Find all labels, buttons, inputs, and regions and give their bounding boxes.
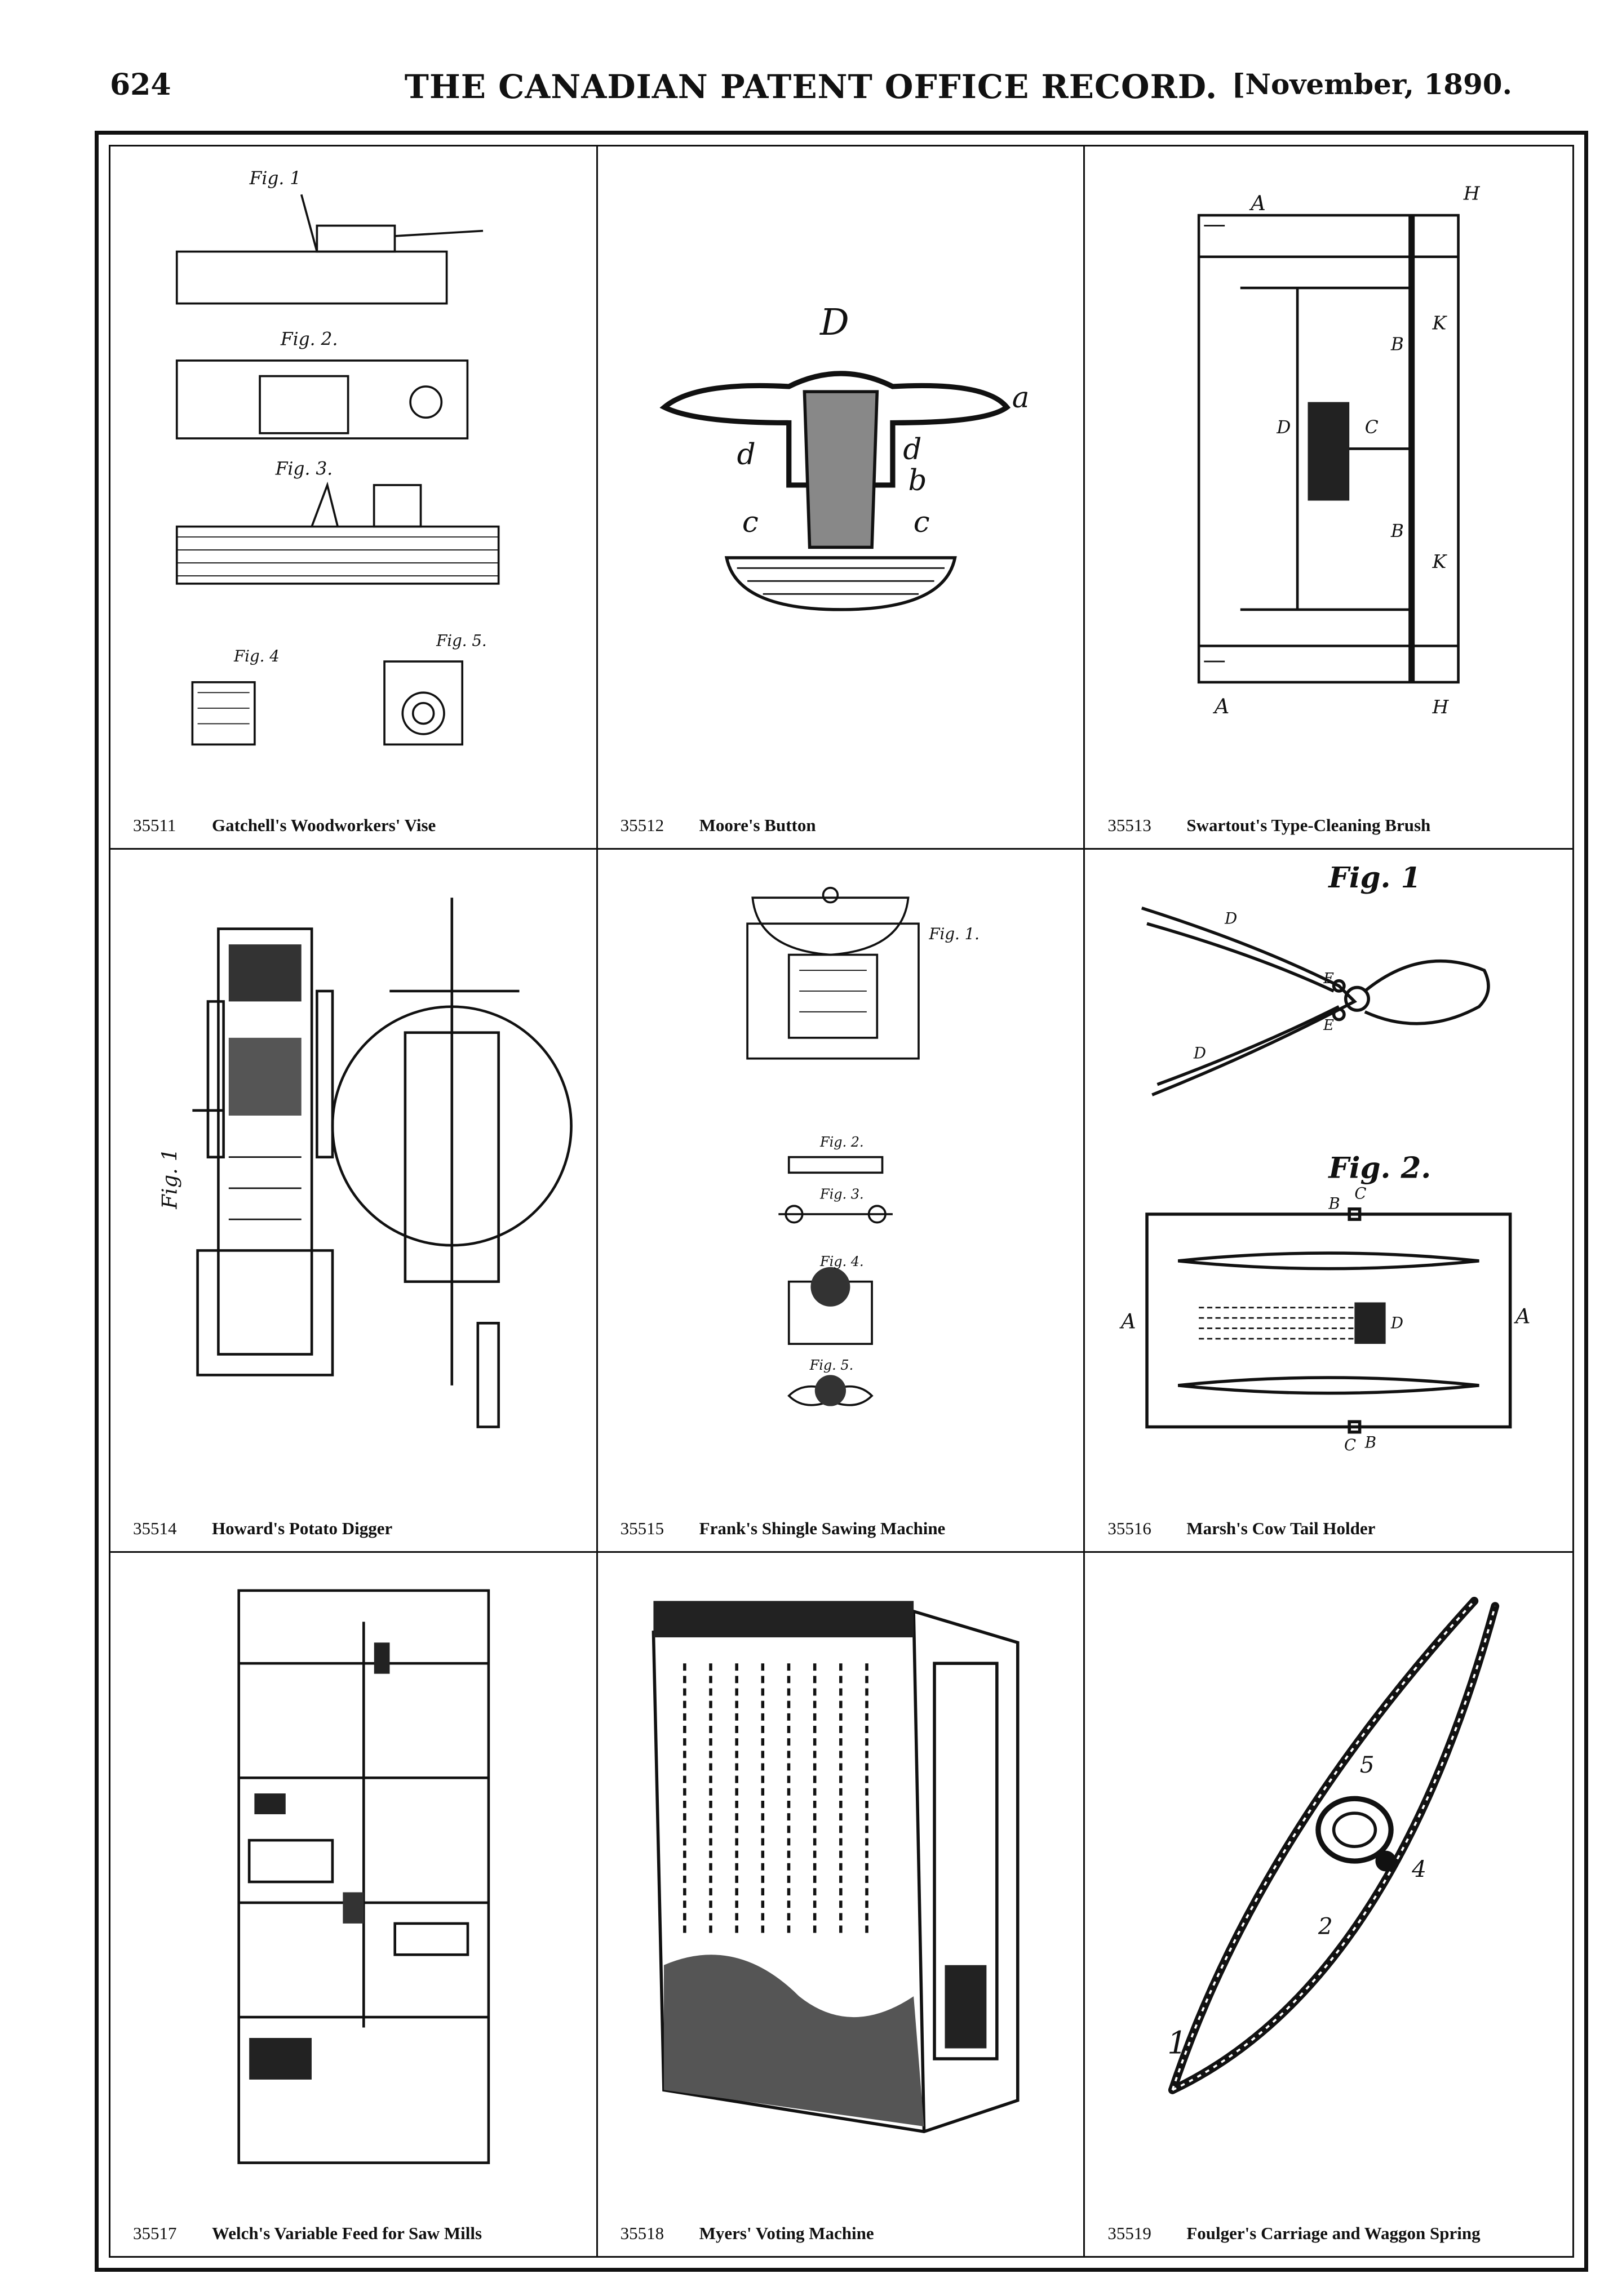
spring-label-4: 4 [1411, 1855, 1426, 1882]
patent-cell-35519: 1 2 4 5 35519 Foulger's Carriage and Wagg… [1085, 1553, 1572, 2256]
fig-label-1: Fig. 1 [249, 168, 302, 189]
patent-title: Howard's Potato Digger [212, 1518, 393, 1538]
fig-label-5: Fig. 5. [436, 631, 487, 650]
tail-label-B-top: B [1328, 1194, 1340, 1213]
brush-label-D: D [1277, 418, 1291, 438]
tail-label-C-bottom: C [1344, 1436, 1356, 1454]
patent-title: Marsh's Cow Tail Holder [1186, 1518, 1376, 1538]
brush-label-A-top: A [1249, 191, 1266, 215]
tail-label-A-left: A [1119, 1309, 1136, 1334]
patent-drawing-cow-tail-holder: Fig. 1 Fig. 2. A A B B C C D D D E E [1102, 861, 1555, 1489]
journal-title: THE CANADIAN PATENT OFFICE RECORD. [404, 68, 1218, 106]
button-label-c-right: c [913, 505, 929, 539]
issue-date: [November, 1890. [1231, 68, 1512, 101]
spring-label-5: 5 [1360, 1751, 1375, 1778]
tail-label-B-bottom: B [1364, 1433, 1376, 1451]
fig-label-2: Fig. 2. [1328, 1152, 1432, 1185]
patent-title: Myers' Voting Machine [699, 2223, 874, 2243]
patent-number: 35517 [133, 2223, 177, 2243]
brush-label-B-top: B [1390, 335, 1404, 355]
patent-drawing-saw-mill-feed [127, 1570, 579, 2194]
brush-label-H-bottom: H [1432, 696, 1450, 718]
brush-label-B-bottom: B [1390, 521, 1404, 541]
fig-label-1: Fig. 1. [928, 925, 980, 943]
tail-label-C-top: C [1355, 1184, 1367, 1202]
patent-caption: 35512 Moore's Button [621, 815, 1067, 836]
fig-label-4: Fig. 4 [233, 647, 280, 665]
patent-cell-35513: A A H H K K B B D C 35513 Swartout's Type… [1085, 146, 1572, 850]
patent-drawing-potato-digger: Fig. 1 [127, 867, 579, 1489]
button-label-a: a [1012, 381, 1029, 415]
tail-label-A-right: A [1514, 1304, 1531, 1328]
patent-number: 35514 [133, 1518, 177, 1538]
tail-label-E-top: E [1323, 970, 1334, 987]
button-label-D: D [819, 301, 849, 344]
tail-label-E-bottom: E [1323, 1017, 1334, 1034]
tail-label-D-fig2: D [1390, 1314, 1403, 1333]
patent-drawing-button: D a d d b c c [615, 163, 1067, 786]
brush-label-K-bottom: K [1432, 550, 1448, 572]
fig-label-3: Fig. 3. [275, 459, 333, 479]
patent-caption: 35511 Gatchell's Woodworkers' Vise [133, 815, 579, 836]
patent-number: 35519 [1107, 2223, 1151, 2243]
fig-label-4: Fig. 4. [819, 1254, 864, 1269]
brush-label-C: C [1365, 418, 1379, 438]
patent-title: Frank's Shingle Sawing Machine [699, 1518, 946, 1538]
patent-drawing-shingle-saw: Fig. 1. Fig. 2. Fig. 3. Fig. 4. Fig. 5. [615, 867, 1067, 1489]
patent-drawing-vise: Fig. 1 Fig. 2. Fig. 3. Fig. 4 Fig. 5. [127, 163, 579, 786]
page-frame: Fig. 1 Fig. 2. Fig. 3. Fig. 4 Fig. 5. 35… [95, 131, 1588, 2272]
patent-cell-35516: Fig. 1 Fig. 2. A A B B C C D D D E E [1085, 850, 1572, 1553]
patent-caption: 35517 Welch's Variable Feed for Saw Mills [133, 2223, 579, 2244]
brush-label-K-top: K [1432, 312, 1448, 334]
patent-title: Welch's Variable Feed for Saw Mills [212, 2223, 482, 2243]
fig-label-3: Fig. 3. [819, 1186, 864, 1202]
patent-caption: 35519 Foulger's Carriage and Waggon Sprin… [1107, 2223, 1555, 2244]
patent-caption: 35518 Myers' Voting Machine [621, 2223, 1067, 2244]
brush-label-H-top: H [1463, 182, 1481, 204]
patent-cell-35517: 35517 Welch's Variable Feed for Saw Mills [110, 1553, 598, 2256]
patent-drawing-brush: A A H H K K B B D C [1102, 163, 1555, 786]
patent-drawing-voting-machine [615, 1570, 1067, 2194]
patent-caption: 35515 Frank's Shingle Sawing Machine [621, 1518, 1067, 1539]
button-label-c-left: c [742, 505, 759, 539]
patent-title: Swartout's Type-Cleaning Brush [1186, 815, 1431, 835]
patent-title: Moore's Button [699, 815, 816, 835]
patent-number: 35518 [620, 2223, 664, 2243]
brush-label-A-bottom: A [1213, 694, 1230, 718]
patent-number: 35512 [620, 815, 664, 835]
spring-label-2: 2 [1318, 1912, 1333, 1939]
button-label-b: b [908, 464, 927, 498]
tail-label-D-bottom: D [1193, 1044, 1206, 1063]
fig-label-5: Fig. 5. [809, 1357, 853, 1373]
patent-number: 35516 [1107, 1518, 1151, 1538]
patent-cell-35511: Fig. 1 Fig. 2. Fig. 3. Fig. 4 Fig. 5. 35… [110, 146, 598, 850]
patent-title: Gatchell's Woodworkers' Vise [212, 815, 436, 835]
spring-label-1: 1 [1167, 2026, 1187, 2062]
page-number: 624 [110, 68, 171, 102]
patent-number: 35513 [1107, 815, 1151, 835]
patent-caption: 35516 Marsh's Cow Tail Holder [1107, 1518, 1555, 1539]
patent-cell-35514: Fig. 1 35514 Howard's Potato Digger [110, 850, 598, 1553]
patent-number: 35515 [620, 1518, 664, 1538]
fig-label-1: Fig. 1 [158, 1148, 182, 1210]
tail-label-D-top: D [1224, 909, 1237, 927]
patent-number: 35511 [133, 815, 176, 835]
patent-cell-35518: 35518 Myers' Voting Machine [598, 1553, 1085, 2256]
patent-cell-35515: Fig. 1. Fig. 2. Fig. 3. Fig. 4. Fig. 5. … [597, 850, 1085, 1553]
patent-cell-35512: D a d d b c c 35512 Moore's Button [597, 146, 1085, 850]
fig-label-2: Fig. 2. [819, 1134, 864, 1150]
button-label-d-right: d [903, 433, 921, 467]
patent-caption: 35514 Howard's Potato Digger [133, 1518, 579, 1539]
patent-caption: 35513 Swartout's Type-Cleaning Brush [1107, 815, 1555, 836]
patent-title: Foulger's Carriage and Waggon Spring [1186, 2223, 1481, 2243]
patent-grid: Fig. 1 Fig. 2. Fig. 3. Fig. 4 Fig. 5. 35… [109, 145, 1574, 2258]
patent-drawing-carriage-spring: 1 2 4 5 [1102, 1570, 1555, 2194]
fig-label-2: Fig. 2. [280, 329, 338, 349]
button-label-d-left: d [737, 438, 755, 472]
fig-label-1: Fig. 1 [1328, 867, 1421, 895]
